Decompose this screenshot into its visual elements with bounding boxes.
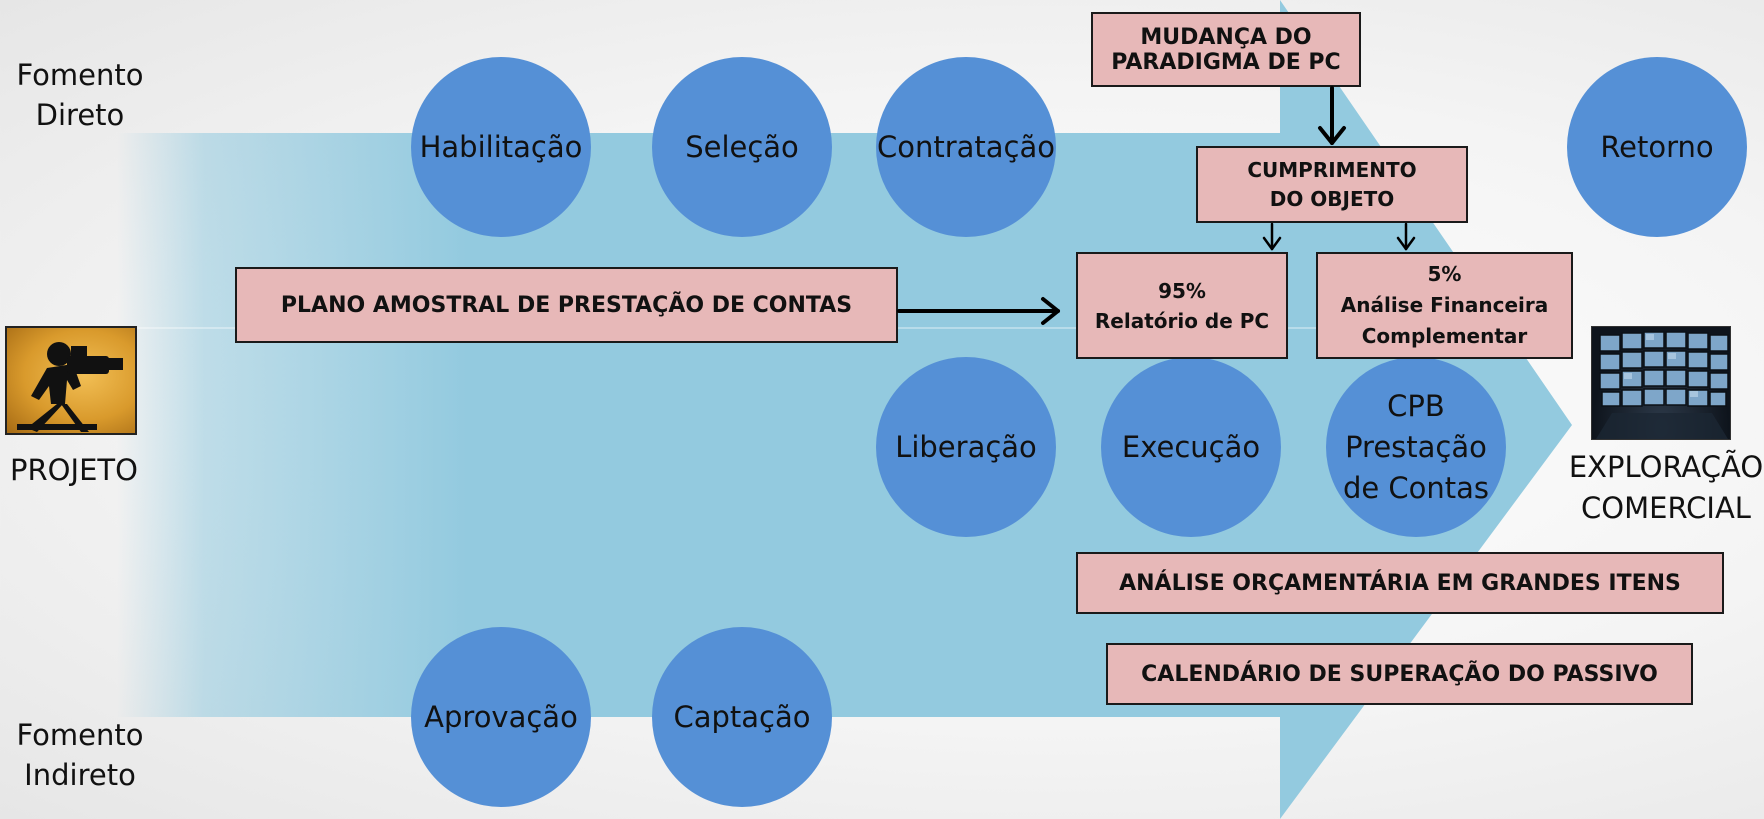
fomento-indireto-label: Fomento Indireto [16,718,144,792]
cumprimento-objeto-box: CUMPRIMENTO DO OBJETO [1196,146,1468,223]
relatorio-pc-box: 95% Relatório de PC [1076,252,1288,359]
habilitacao-circle: Habilitação [411,57,591,237]
execucao-circle: Execução [1101,357,1281,537]
video-wall-icon [1591,326,1731,440]
calendario-passivo-box: CALENDÁRIO DE SUPERAÇÃO DO PASSIVO [1106,643,1693,705]
analise-financeira-box: 5% Análise Financeira Complementar [1316,252,1573,359]
retorno-circle: Retorno [1567,57,1747,237]
contratacao-circle: Contratação [876,57,1056,237]
plano-amostral-box: PLANO AMOSTRAL DE PRESTAÇÃO DE CONTAS [235,267,898,343]
captacao-circle: Captação [652,627,832,807]
fomento-direto-label: Fomento Direto [16,58,144,132]
selecao-circle: Seleção [652,57,832,237]
camera-operator-icon [5,326,137,435]
mudanca-paradigma-box: MUDANÇA DO PARADIGMA DE PC [1091,12,1361,87]
aprovacao-circle: Aprovação [411,627,591,807]
liberacao-circle: Liberação [876,357,1056,537]
analise-orcamentaria-box: ANÁLISE ORÇAMENTÁRIA EM GRANDES ITENS [1076,552,1724,614]
cpb-prestacao-circle: CPB Prestação de Contas [1326,357,1506,537]
projeto-label: PROJETO [10,453,138,487]
exploracao-comercial-label: EXPLORAÇÃO COMERCIAL [1568,450,1764,525]
